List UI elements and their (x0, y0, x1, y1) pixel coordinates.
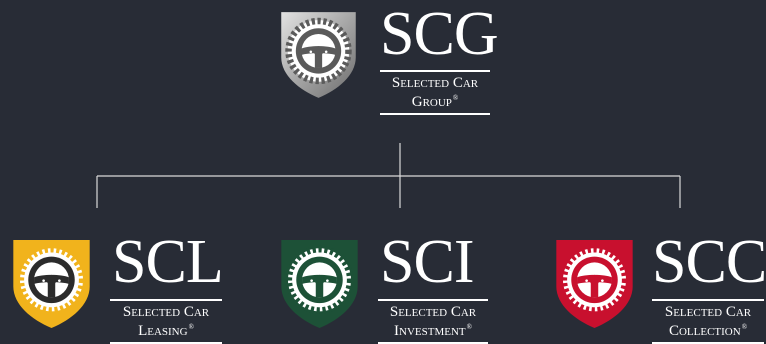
scl-name-line2-wrap: Leasing® (110, 320, 222, 339)
scc-registered-mark: ® (741, 323, 748, 331)
scg-name-line2: Group (411, 94, 452, 110)
scg-registered-mark: ® (452, 94, 459, 102)
scl-name: Selected Car Leasing® (110, 299, 222, 344)
scg-name: Selected Car Group® (380, 70, 490, 115)
scc-name-line1: Selected Car (664, 304, 752, 320)
scg-name-line1: Selected Car (391, 75, 479, 91)
scl-registered-mark: ® (188, 323, 194, 331)
sci-name-line1: Selected Car (389, 304, 477, 320)
sci-abbreviation: SCI (380, 228, 474, 296)
sci-name-line2: Investment (394, 323, 466, 339)
scc-name-line2: Collection (668, 323, 741, 339)
scc-name-line2-wrap: Collection® (652, 320, 764, 339)
scl-abbreviation: SCL (112, 228, 224, 296)
sci-registered-mark: ® (466, 323, 472, 331)
scg-crest-icon (278, 10, 359, 105)
scl-crest-icon (10, 238, 93, 335)
scc-name: Selected Car Collection® (652, 299, 764, 344)
sci-crest-icon (278, 238, 361, 335)
sci-name-line2-wrap: Investment® (378, 320, 488, 339)
scl-name-line1: Selected Car (122, 304, 210, 320)
scg-abbreviation: SCG (380, 0, 499, 68)
scc-crest-icon (553, 238, 636, 335)
sci-name: Selected Car Investment® (378, 299, 488, 344)
scc-abbreviation: SCC (652, 228, 766, 296)
scl-name-line2: Leasing (138, 323, 188, 339)
scg-name-line2-wrap: Group® (380, 91, 490, 110)
